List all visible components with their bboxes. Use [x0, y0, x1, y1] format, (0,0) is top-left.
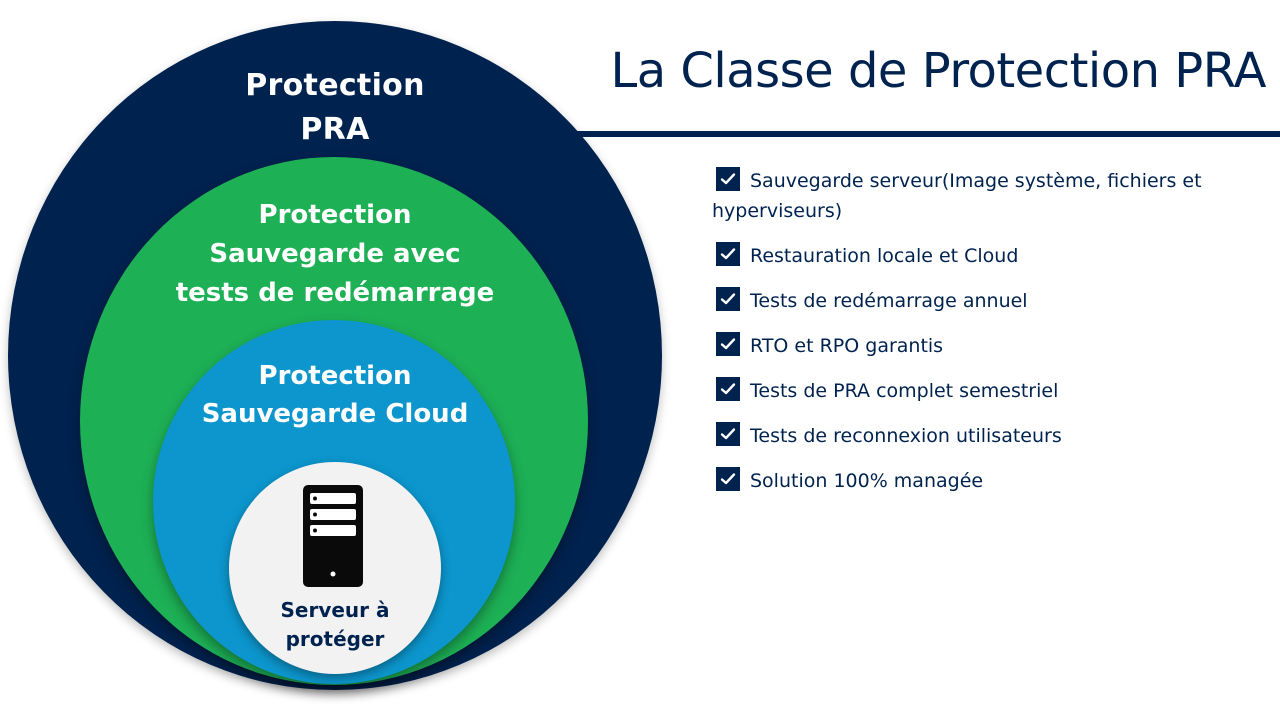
title-underline — [568, 131, 1280, 137]
feature-label: Solution 100% managée — [750, 470, 984, 492]
label-outer-line2: PRA — [300, 112, 370, 147]
label-middle-line1: Protection — [258, 200, 412, 230]
checkbox-checked-icon — [716, 377, 740, 401]
label-serveur-a-proteger: Serveur à protéger — [229, 596, 441, 654]
feature-item: Tests de reconnexion utilisateurs — [712, 421, 1252, 451]
feature-item: RTO et RPO garantis — [712, 331, 1252, 361]
label-center-line1: Serveur à — [280, 598, 390, 622]
checkbox-checked-icon — [716, 287, 740, 311]
feature-item: Sauvegarde serveur(Image système, fichie… — [712, 166, 1252, 226]
feature-label: RTO et RPO garantis — [750, 335, 944, 357]
feature-item: Tests de PRA complet semestriel — [712, 376, 1252, 406]
feature-item: Solution 100% managée — [712, 466, 1252, 496]
checkbox-checked-icon — [716, 467, 740, 491]
label-protection-pra: Protection PRA — [0, 64, 670, 152]
checkbox-checked-icon — [716, 332, 740, 356]
page-title: La Classe de Protection PRA — [610, 43, 1266, 99]
feature-label: Restauration locale et Cloud — [750, 245, 1019, 267]
feature-item: Restauration locale et Cloud — [712, 241, 1252, 271]
checkbox-checked-icon — [716, 422, 740, 446]
checkbox-checked-icon — [716, 167, 740, 191]
label-inner-line1: Protection — [258, 361, 412, 391]
feature-item: Tests de redémarrage annuel — [712, 286, 1252, 316]
feature-label: Sauvegarde serveur(Image système, fichie… — [712, 170, 1202, 222]
label-outer-line1: Protection — [245, 68, 425, 103]
label-center-line2: protéger — [285, 627, 385, 651]
label-protection-sauvegarde-cloud: Protection Sauvegarde Cloud — [0, 357, 670, 433]
label-middle-line2: Sauvegarde avec — [209, 239, 461, 269]
feature-label: Tests de redémarrage annuel — [750, 290, 1028, 312]
checkbox-checked-icon — [716, 242, 740, 266]
feature-label: Tests de PRA complet semestriel — [750, 380, 1059, 402]
feature-label: Tests de reconnexion utilisateurs — [750, 425, 1062, 447]
feature-list: Sauvegarde serveur(Image système, fichie… — [712, 166, 1252, 511]
label-middle-line3: tests de redémarrage — [175, 278, 495, 308]
label-protection-sauvegarde-tests: Protection Sauvegarde avec tests de redé… — [0, 196, 670, 313]
server-icon — [303, 485, 363, 587]
label-inner-line2: Sauvegarde Cloud — [201, 399, 469, 429]
